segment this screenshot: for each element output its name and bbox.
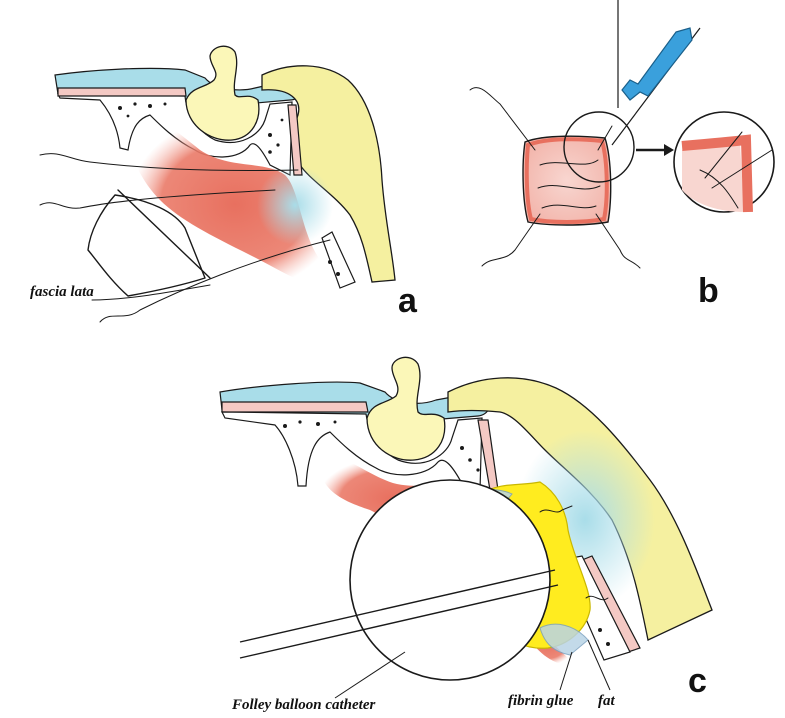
suction-tip-icon [621, 27, 693, 101]
zoom-arrowhead-icon [664, 144, 674, 156]
suture-bottom-right [595, 213, 641, 269]
catheter-line-2 [239, 584, 559, 659]
panel-a-letter: a [398, 282, 418, 320]
catheter-label: Folley balloon catheter [231, 697, 375, 713]
suture-top-right [597, 125, 613, 151]
foley-balloon [349, 479, 551, 681]
suture-thread-3 [99, 239, 331, 323]
suture-knots-c [539, 505, 609, 601]
skull-base-bone-c [221, 411, 483, 491]
fascia-lata-label: fascia lata [30, 284, 94, 300]
pituitary-gland-c [366, 356, 446, 461]
graft-patch [522, 135, 612, 226]
suture-thread-2 [39, 189, 276, 209]
fat-leader [587, 639, 611, 691]
pituitary-gland [185, 45, 260, 141]
suture-thread-4 [91, 284, 211, 301]
clival-mucosa [287, 104, 303, 176]
sinus-mucosa [57, 87, 187, 97]
panel-b-letter: b [698, 272, 719, 310]
suture-thread-1 [39, 153, 299, 172]
zoom-source-circle [563, 111, 635, 183]
panel-b: b [469, 0, 775, 310]
fascia-lata-graft [87, 194, 206, 297]
catheter-leader [334, 651, 406, 699]
csf-space [257, 165, 333, 245]
suture-top-left [469, 87, 536, 151]
fibrin-glue-bottom [539, 623, 589, 656]
fibrin-glue-label: fibrin glue [508, 693, 574, 709]
graft-texture [537, 159, 601, 209]
graft-red-border [524, 137, 609, 224]
bone-trabeculae-c [283, 420, 610, 646]
panel-a: fascia lata a [30, 45, 418, 323]
clivus-lower [321, 231, 356, 289]
tumor-region [129, 116, 342, 293]
zoom-sutures [699, 131, 773, 209]
bone-trabeculae [118, 102, 340, 276]
panel-c: Folley balloon catheter fibrin glue fat … [219, 356, 713, 713]
catheter-line-1 [239, 569, 556, 643]
brainstem-c [447, 377, 713, 641]
panel-c-letter: c [688, 662, 707, 700]
sinus-mucosa-c [221, 401, 369, 413]
glue-leader [559, 651, 573, 691]
zoom-red-edge [681, 134, 753, 213]
suture-bottom-left [481, 213, 541, 267]
fat-label: fat [598, 693, 615, 709]
graft-edge [117, 189, 211, 279]
